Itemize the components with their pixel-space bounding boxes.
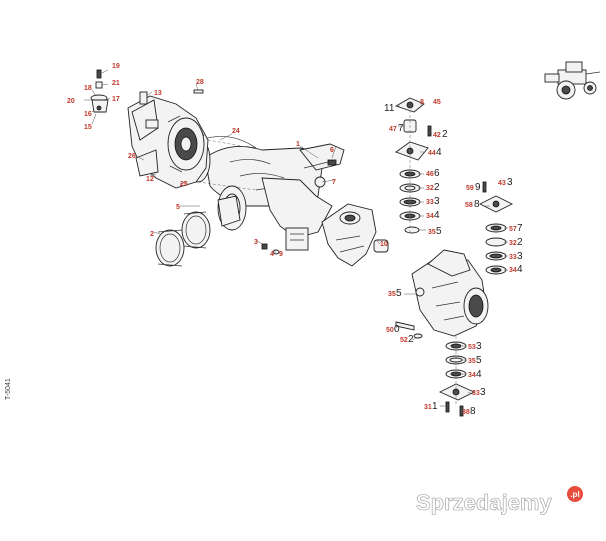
part-number-label: 11 bbox=[384, 103, 395, 114]
part-number-label: 3 bbox=[476, 341, 482, 352]
part-number-label: 59 bbox=[466, 185, 474, 192]
watermark: Sprzedajemy .pl bbox=[416, 486, 583, 515]
part-number-label: 47 bbox=[389, 126, 397, 133]
part-number-label: 10 bbox=[380, 241, 388, 248]
knuckle-bolt bbox=[395, 321, 423, 339]
part-number-label: 8 bbox=[420, 99, 424, 106]
part-number-label: 1 bbox=[432, 401, 438, 412]
part-number-label: 0 bbox=[394, 324, 400, 335]
part-number-label: 28 bbox=[196, 79, 204, 86]
leader-lines bbox=[84, 69, 508, 413]
part-number-label: 4 bbox=[270, 251, 274, 258]
part-number-label: 4 bbox=[434, 210, 440, 221]
part-number-label: 33 bbox=[509, 254, 517, 261]
part-number-label: 32 bbox=[426, 185, 434, 192]
part-number-label: 8 bbox=[470, 406, 476, 417]
watermark-text: Sprzedajemy bbox=[416, 490, 552, 515]
part-number-label: 2 bbox=[408, 334, 414, 345]
part-number-label: 5 bbox=[396, 288, 402, 299]
part-number-label: 12 bbox=[146, 176, 154, 183]
part-number-label: 13 bbox=[154, 90, 162, 97]
part-number-label: 34 bbox=[426, 213, 434, 220]
part-number-label: 9 bbox=[279, 251, 283, 258]
part-number-label: 20 bbox=[67, 98, 75, 105]
part-number-label: 32 bbox=[509, 240, 517, 247]
part-number-label: 2 bbox=[434, 182, 440, 193]
part-number-label: 7 bbox=[398, 123, 404, 134]
part-number-label: 34 bbox=[509, 267, 517, 274]
part-number-label: 35 bbox=[428, 229, 436, 236]
part-number-label: 19 bbox=[112, 63, 120, 70]
part-number-label: 52 bbox=[400, 337, 408, 344]
part-number-label: 9 bbox=[475, 182, 481, 193]
part-number-label: 18 bbox=[84, 85, 92, 92]
part-number-label: 50 bbox=[386, 327, 394, 334]
part-number-label: 34 bbox=[468, 372, 476, 379]
drawing-code: T-5041 bbox=[5, 378, 12, 400]
part-number-label: 5 bbox=[476, 355, 482, 366]
part-number-label: 45 bbox=[433, 99, 441, 106]
part-number-label: 38 bbox=[462, 409, 470, 416]
part-number-label: 24 bbox=[232, 128, 240, 135]
part-number-label: 2 bbox=[442, 129, 448, 140]
watermark-badge-icon bbox=[567, 486, 583, 502]
part-number-label: 3 bbox=[480, 387, 486, 398]
right-steering-knuckle bbox=[411, 249, 489, 337]
part-number-label: 3 bbox=[254, 239, 258, 246]
watermark-suffix: .pl bbox=[570, 490, 579, 499]
part-number-label: 2 bbox=[517, 237, 523, 248]
part-number-label: 2 bbox=[150, 231, 154, 238]
part-number-label: 4 bbox=[476, 369, 482, 380]
part-number-label: 3 bbox=[434, 196, 440, 207]
part-number-label: 4 bbox=[517, 264, 523, 275]
part-number-label: 5 bbox=[176, 204, 180, 211]
part-number-label: 42 bbox=[433, 132, 441, 139]
part-number-label: 57 bbox=[509, 226, 517, 233]
part-number-label: 16 bbox=[84, 111, 92, 118]
part-number-label: 7 bbox=[332, 179, 336, 186]
part-number-label: 35 bbox=[388, 291, 396, 298]
part-number-label: 43 bbox=[498, 180, 506, 187]
steering-knuckle bbox=[321, 203, 389, 267]
bearing-rings bbox=[155, 185, 247, 267]
part-number-label: 25 bbox=[180, 181, 188, 188]
part-number-label: 6 bbox=[330, 147, 334, 154]
part-number-label: 3 bbox=[507, 177, 513, 188]
part-number-label: 31 bbox=[424, 404, 432, 411]
part-number-label: 5 bbox=[436, 226, 442, 237]
part-number-label: 6 bbox=[434, 168, 440, 179]
part-number-label: 17 bbox=[112, 96, 120, 103]
part-number-label: 15 bbox=[84, 124, 92, 131]
part-number-label: 21 bbox=[112, 80, 120, 87]
part-number-label: 44 bbox=[428, 150, 436, 157]
part-number-label: 1 bbox=[296, 141, 300, 148]
part-number-label: 53 bbox=[468, 344, 476, 351]
part-number-label: 33 bbox=[426, 199, 434, 206]
part-number-label: 7 bbox=[517, 223, 523, 234]
part-number-label: 58 bbox=[465, 202, 473, 209]
part-number-label: 46 bbox=[426, 171, 434, 178]
part-number-label: 3 bbox=[517, 251, 523, 262]
part-number-label: 35 bbox=[468, 358, 476, 365]
part-number-label: 4 bbox=[436, 147, 442, 158]
part-number-label: 8 bbox=[474, 199, 480, 210]
tractor-thumbnail-icon bbox=[544, 61, 601, 100]
final-drive-housing bbox=[127, 91, 209, 189]
part-number-label: 26 bbox=[128, 153, 136, 160]
part-number-label: 33 bbox=[472, 390, 480, 397]
